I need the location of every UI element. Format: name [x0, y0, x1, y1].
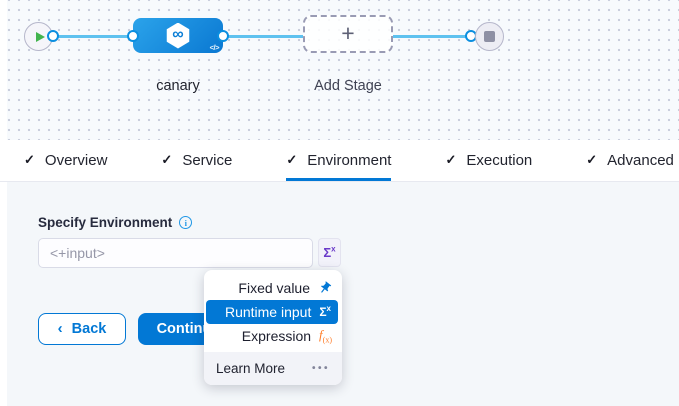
sigma-icon: Σx [319, 305, 331, 319]
stage-name-label: canary [133, 78, 223, 94]
input-type-selector-button[interactable]: Σx [318, 238, 341, 267]
deployment-stage-icon: ∞ [166, 23, 191, 49]
add-stage-button[interactable]: + [303, 15, 393, 53]
code-icon: </> [210, 43, 219, 52]
pipeline-end-node[interactable] [475, 22, 504, 51]
ellipsis-icon[interactable]: ••• [312, 363, 330, 374]
stage-config-tabbar: ✓ Overview ✓ Service ✓ Environment ✓ Exe… [0, 140, 679, 182]
learn-more-link[interactable]: Learn More [216, 361, 285, 376]
add-stage-label: Add Stage [296, 78, 400, 94]
check-icon: ✓ [286, 152, 297, 168]
environment-input-value: <+input> [50, 245, 105, 261]
plus-icon: + [341, 22, 354, 45]
tab-environment[interactable]: ✓ Environment [286, 140, 391, 181]
tab-label: Overview [45, 152, 108, 169]
connector-line [52, 35, 133, 38]
environment-tab-panel: Specify Environment i <+input> Σx ‹ Back… [0, 182, 679, 406]
check-icon: ✓ [24, 152, 35, 168]
sigma-icon: Σx [323, 245, 335, 260]
tab-execution[interactable]: ✓ Execution [445, 140, 532, 181]
tab-service[interactable]: ✓ Service [161, 140, 232, 181]
input-type-dropdown: Fixed value Runtime input Σx Expression … [204, 270, 342, 385]
connector-port[interactable] [127, 30, 139, 42]
connector-port[interactable] [47, 30, 59, 42]
tab-advanced[interactable]: ✓ Advanced [586, 140, 674, 181]
connector-port[interactable] [217, 30, 229, 42]
connector-line [223, 35, 303, 38]
check-icon: ✓ [586, 152, 597, 168]
left-gutter [0, 0, 7, 406]
environment-input[interactable]: <+input> [38, 238, 313, 268]
stage-node-canary[interactable]: ∞ </> [133, 18, 223, 53]
specify-environment-label: Specify Environment i [38, 215, 192, 230]
tab-overview[interactable]: ✓ Overview [24, 140, 107, 181]
tab-label: Execution [466, 152, 532, 169]
connector-line [393, 35, 471, 38]
dropdown-item-runtime-input[interactable]: Runtime input Σx [206, 300, 338, 324]
tab-label: Environment [307, 152, 391, 169]
pin-icon [318, 281, 332, 295]
check-icon: ✓ [161, 152, 172, 168]
play-icon [36, 32, 45, 42]
stop-icon [484, 31, 495, 42]
tab-label: Advanced [607, 152, 674, 169]
fx-icon: f(x) [319, 328, 332, 345]
dropdown-item-fixed-value[interactable]: Fixed value [204, 276, 342, 300]
pipeline-canvas: ∞ </> + canary Add Stage [0, 0, 679, 140]
check-icon: ✓ [445, 152, 456, 168]
dropdown-item-expression[interactable]: Expression f(x) [204, 324, 342, 348]
info-icon[interactable]: i [179, 216, 192, 229]
chevron-left-icon: ‹ [58, 320, 63, 337]
back-button[interactable]: ‹ Back [38, 313, 126, 345]
tab-label: Service [182, 152, 232, 169]
dropdown-footer: Learn More ••• [204, 352, 342, 385]
